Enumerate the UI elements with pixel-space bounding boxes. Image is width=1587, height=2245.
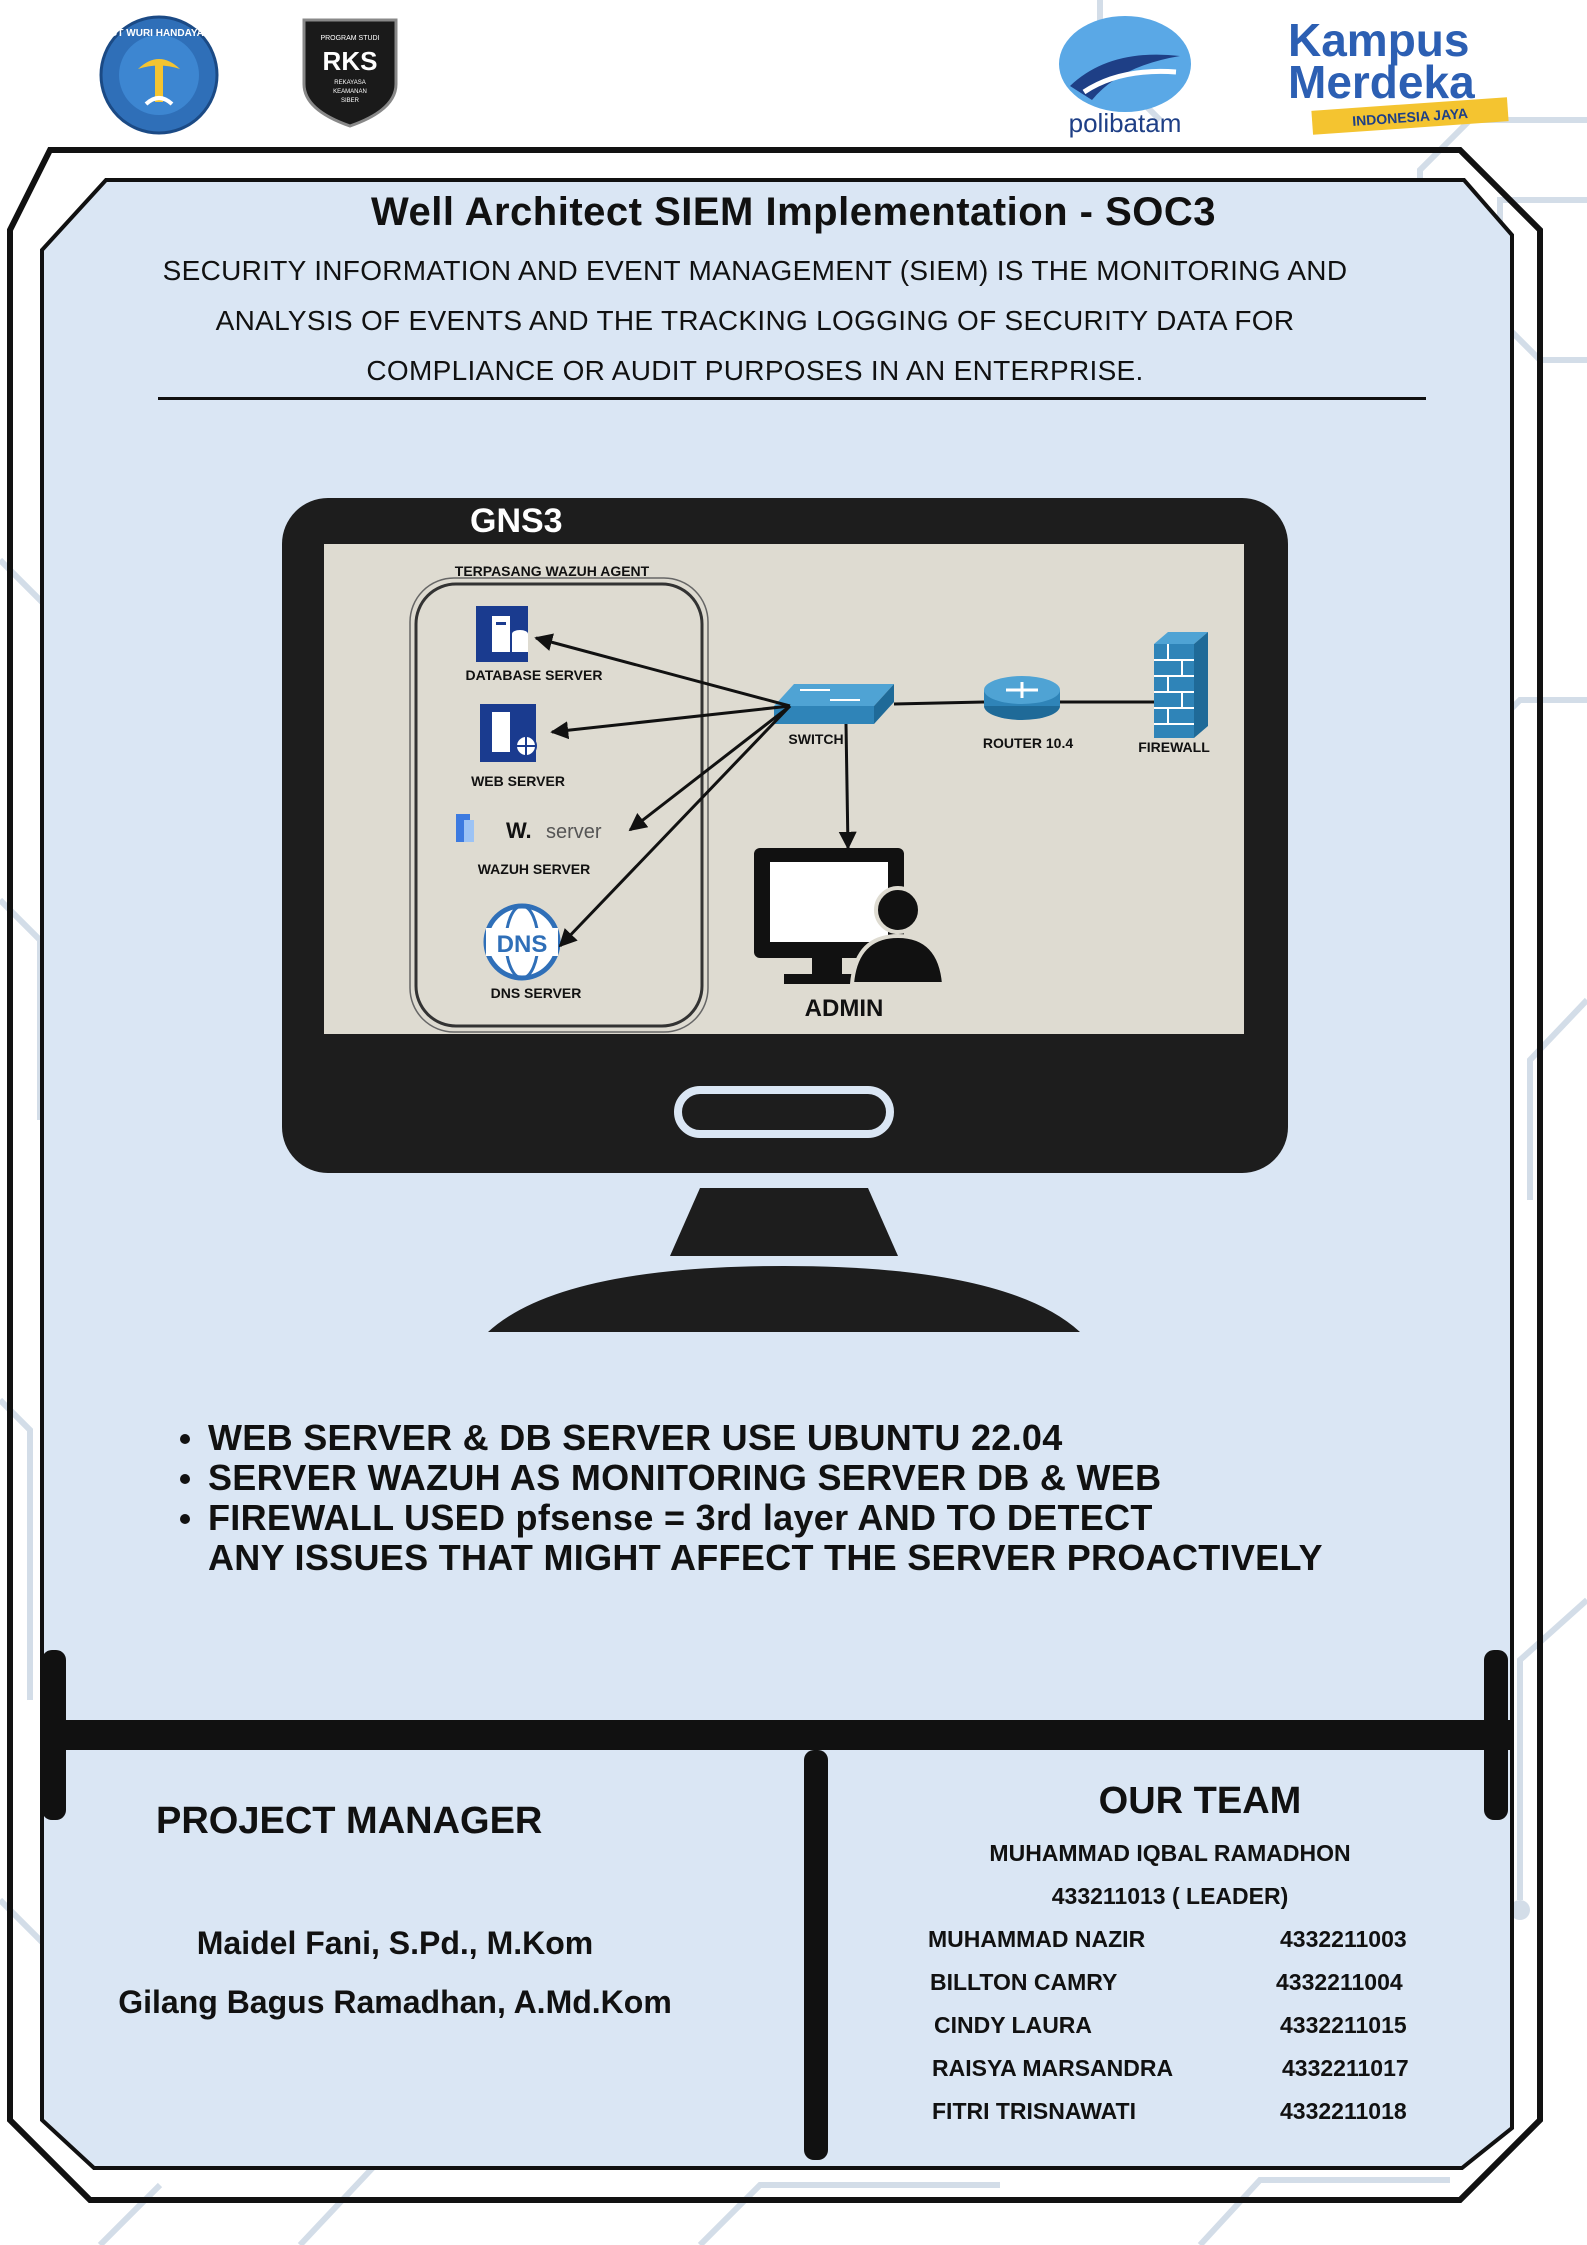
member-id: 4332211015 bbox=[1280, 2012, 1407, 2038]
description-line: ANALYSIS OF EVENTS AND THE TRACKING LOGG… bbox=[215, 305, 1295, 336]
rks-top-text: PROGRAM STUDI bbox=[320, 35, 379, 42]
switch-icon bbox=[774, 684, 894, 724]
rks-sub-3: SIBER bbox=[341, 98, 360, 104]
page-title: Well Architect SIEM Implementation - SOC… bbox=[370, 190, 1217, 234]
feature-bullets: WEB SERVER & DB SERVER USE UBUNTU 22.04 … bbox=[176, 1418, 1323, 1578]
database-server-icon bbox=[476, 606, 528, 662]
firewall-icon bbox=[1154, 632, 1208, 738]
bullet-continuation: ANY ISSUES THAT MIGHT AFFECT THE SERVER … bbox=[176, 1538, 1323, 1578]
description: SECURITY INFORMATION AND EVENT MANAGEMEN… bbox=[110, 246, 1400, 396]
bullet-text: FIREWALL USED pfsense = 3rd layer AND TO… bbox=[208, 1497, 1153, 1538]
agent-group-box bbox=[414, 582, 704, 1028]
kampus-text: Kampus bbox=[1288, 14, 1469, 66]
member-name: FITRI TRISNAWATI bbox=[932, 2098, 1137, 2124]
rks-sub-2: KEAMANAN bbox=[333, 89, 367, 95]
switch-label: SWITCH bbox=[788, 731, 843, 747]
merdeka-text: Merdeka bbox=[1288, 56, 1475, 108]
polibatam-logo: polibatam bbox=[1050, 8, 1200, 138]
bullet-item: WEB SERVER & DB SERVER USE UBUNTU 22.04 bbox=[176, 1418, 1323, 1458]
team-leader-id: 433211013 ( LEADER) bbox=[1051, 1883, 1289, 1909]
project-manager-name: Gilang Bagus Ramadhan, A.Md.Kom bbox=[118, 1984, 672, 2020]
wazuh-logo-mark: W. bbox=[506, 818, 532, 843]
web-server-icon bbox=[480, 704, 537, 762]
agent-group-label: TERPASANG WAZUH AGENT bbox=[455, 563, 650, 579]
team-title: OUR TEAM bbox=[1098, 1780, 1302, 1822]
dns-icon-text: DNS bbox=[497, 931, 548, 958]
firewall-label: FIREWALL bbox=[1138, 739, 1210, 755]
member-id: 4332211018 bbox=[1280, 2098, 1407, 2124]
web-server-label: WEB SERVER bbox=[471, 773, 565, 789]
router-icon bbox=[984, 676, 1060, 720]
kampus-merdeka-logo: Kampus Merdeka INDONESIA JAYA bbox=[1282, 6, 1522, 136]
connections bbox=[534, 633, 1154, 948]
team-leader-name: MUHAMMAD IQBAL RAMADHON bbox=[989, 1840, 1351, 1866]
project-manager-title: PROJECT MANAGER bbox=[156, 1800, 543, 1842]
project-manager-name: Maidel Fani, S.Pd., M.Kom bbox=[196, 1925, 594, 1961]
bullet-dot bbox=[180, 1474, 190, 1484]
wazuh-server-label: WAZUH SERVER bbox=[478, 861, 591, 877]
dns-server-label: DNS SERVER bbox=[491, 985, 582, 1001]
admin-icon bbox=[754, 848, 947, 986]
wazuh-logo-word: server bbox=[546, 821, 602, 843]
monitor-button bbox=[674, 1086, 894, 1138]
monitor-stand bbox=[488, 1266, 1080, 1332]
bullet-text: ANY ISSUES THAT MIGHT AFFECT THE SERVER … bbox=[208, 1537, 1323, 1578]
member-name: CINDY LAURA bbox=[934, 2012, 1093, 2038]
tutwuri-text: TUT WURI HANDAYANI bbox=[104, 28, 214, 39]
bullet-item: FIREWALL USED pfsense = 3rd layer AND TO… bbox=[176, 1498, 1323, 1538]
description-line: COMPLIANCE OR AUDIT PURPOSES IN AN ENTER… bbox=[366, 355, 1144, 386]
bullet-text: WEB SERVER & DB SERVER USE UBUNTU 22.04 bbox=[208, 1417, 1063, 1458]
member-id: 4332211003 bbox=[1280, 1926, 1407, 1952]
monitor-neck bbox=[670, 1188, 898, 1256]
bullet-dot bbox=[180, 1434, 190, 1444]
member-name: RAISYA MARSANDRA bbox=[932, 2055, 1174, 2081]
dns-server-icon: DNS bbox=[483, 903, 561, 981]
member-id: 4332211017 bbox=[1282, 2055, 1409, 2081]
rks-main-text: RKS bbox=[323, 46, 378, 76]
bullet-dot bbox=[180, 1514, 190, 1524]
description-line: SECURITY INFORMATION AND EVENT MANAGEMEN… bbox=[162, 255, 1348, 286]
router-label: ROUTER 10.4 bbox=[983, 735, 1073, 751]
database-server-label: DATABASE SERVER bbox=[466, 667, 603, 683]
member-name: BILLTON CAMRY bbox=[930, 1969, 1118, 1995]
admin-label: ADMIN bbox=[805, 995, 884, 1022]
monitor-screen bbox=[324, 544, 1244, 1034]
member-name: MUHAMMAD NAZIR bbox=[928, 1926, 1146, 1952]
member-id: 4332211004 bbox=[1276, 1969, 1403, 1995]
bullet-item: SERVER WAZUH AS MONITORING SERVER DB & W… bbox=[176, 1458, 1323, 1498]
rks-logo: PROGRAM STUDI RKS REKAYASA KEAMANAN SIBE… bbox=[298, 14, 402, 130]
tutwuri-logo: TUT WURI HANDAYANI bbox=[98, 14, 220, 136]
polibatam-text: polibatam bbox=[1069, 108, 1182, 138]
bullet-text: SERVER WAZUH AS MONITORING SERVER DB & W… bbox=[208, 1457, 1162, 1498]
gns3-label: GNS3 bbox=[470, 502, 563, 540]
wazuh-icon bbox=[456, 814, 474, 842]
header-divider bbox=[158, 397, 1426, 400]
rks-sub-1: REKAYASA bbox=[334, 80, 365, 86]
